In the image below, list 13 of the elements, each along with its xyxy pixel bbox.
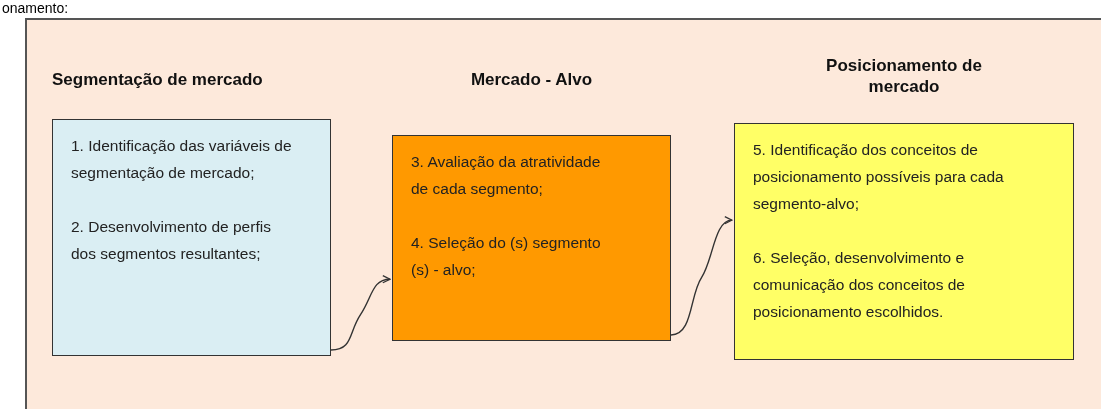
curved-arrow (670, 217, 733, 336)
step-text: 5. Identificação dos conceitos de posicionamento possíveis para cada segmento-alvo; (753, 140, 1005, 214)
column-heading: Posicionamento de mercado (825, 55, 983, 97)
cut-off-text: onamento: (2, 0, 69, 16)
column-heading: Mercado - Alvo (469, 69, 594, 90)
panel-background (25, 18, 1101, 409)
step-text: 2. Desenvolvimento de perfis dos segmentos resultantes; (71, 217, 272, 264)
curved-arrow (330, 275, 391, 351)
step-text: 1. Identificação das variáveis de segmentação de mercado; (71, 136, 293, 183)
step-text: 4. Seleção do (s) segmento (s) - alvo; (411, 233, 602, 280)
step-text: 6. Seleção, desenvolvimento e comunicação dos conceitos de posicionamento escolhidos. (753, 248, 966, 322)
column-heading: Segmentação de mercado (52, 69, 264, 90)
step-text: 3. Avaliação da atratividade de cada segmento; (411, 152, 602, 199)
